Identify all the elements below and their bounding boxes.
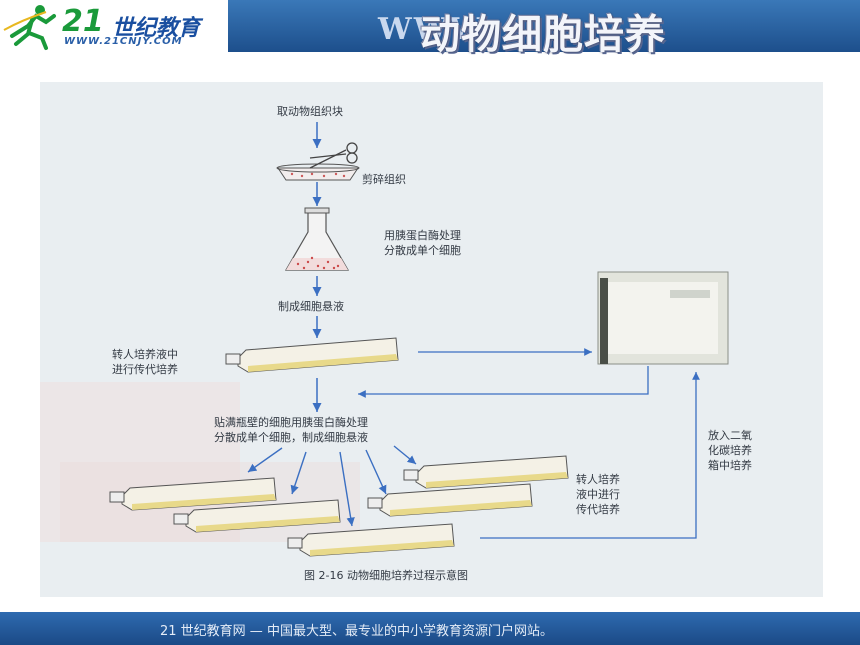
- label-co2-2: 化碳培养: [708, 444, 752, 457]
- culture-bottle-2: [109, 477, 277, 511]
- label-transfer1-1: 转人培养液中: [112, 348, 178, 361]
- label-co2-1: 放入二氧: [708, 429, 752, 442]
- arrow-fan-1: [247, 447, 283, 473]
- logo[interactable]: 21 世纪教育 WWW.21CNJY.COM: [0, 0, 228, 52]
- culture-bottle-4: [287, 523, 455, 557]
- label-cut: 剪碎组织: [362, 173, 406, 186]
- culture-bottle-6: [367, 483, 533, 517]
- arrow-bottles-to-incubator: [480, 372, 700, 539]
- label-co2-3: 箱中培养: [708, 459, 752, 472]
- logo-url: WWW.21CNJY.COM: [64, 36, 183, 47]
- label-tissue: 取动物组织块: [277, 105, 343, 118]
- header-bar: 21 世纪教育 WWW.21CNJY.COM WWW 动物细胞培养: [0, 0, 860, 58]
- petri-dish-icon: [276, 163, 360, 181]
- label-trypsin-1: 用胰蛋白酶处理: [384, 229, 461, 242]
- label-wall-cells-2: 分散成单个细胞，制成细胞悬液: [214, 431, 368, 444]
- label-suspension: 制成细胞悬液: [278, 300, 344, 313]
- erlenmeyer-flask-icon: [284, 207, 350, 271]
- culture-bottle-1: [225, 337, 399, 373]
- arrow-fan-5: [393, 445, 417, 465]
- footer-bar: 21 世纪教育网 — 中国最大型、最专业的中小学教育资源门户网站。: [0, 612, 860, 645]
- page-title: 动物细胞培养: [420, 12, 666, 58]
- arrow-fan-2: [290, 451, 307, 495]
- label-wall-cells-1: 贴满瓶壁的细胞用胰蛋白酶处理: [214, 416, 368, 429]
- label-transfer1-2: 进行传代培养: [112, 363, 178, 376]
- label-trypsin-2: 分散成单个细胞: [384, 244, 461, 257]
- label-transfer2-3: 传代培养: [576, 503, 620, 516]
- arrow-incubator-back: [358, 366, 649, 398]
- arrow-fan-3: [339, 451, 355, 527]
- diagram-caption: 图 2-16 动物细胞培养过程示意图: [304, 569, 468, 582]
- culture-bottle-3: [173, 499, 341, 533]
- www-text: WWW: [378, 12, 486, 47]
- scissors-icon: [309, 142, 358, 169]
- diagram-graphics: [40, 122, 729, 557]
- arrow-fan-4: [365, 449, 387, 495]
- label-transfer2-1: 转人培养: [576, 473, 620, 486]
- logo-text: 世纪教育: [112, 16, 201, 41]
- culture-bottle-5: [403, 455, 569, 489]
- diagram-photo: 取动物组织块 剪碎组织 用胰蛋白酶处理 分散成单个细胞 制成细胞悬液 转人培养液…: [40, 82, 823, 597]
- logo-number: 21: [62, 4, 104, 39]
- footer-text: 21 世纪教育网 — 中国最大型、最专业的中小学教育资源门户网站。: [160, 624, 553, 639]
- label-transfer2-2: 液中进行: [576, 488, 620, 501]
- runner-logo-icon: [3, 5, 56, 50]
